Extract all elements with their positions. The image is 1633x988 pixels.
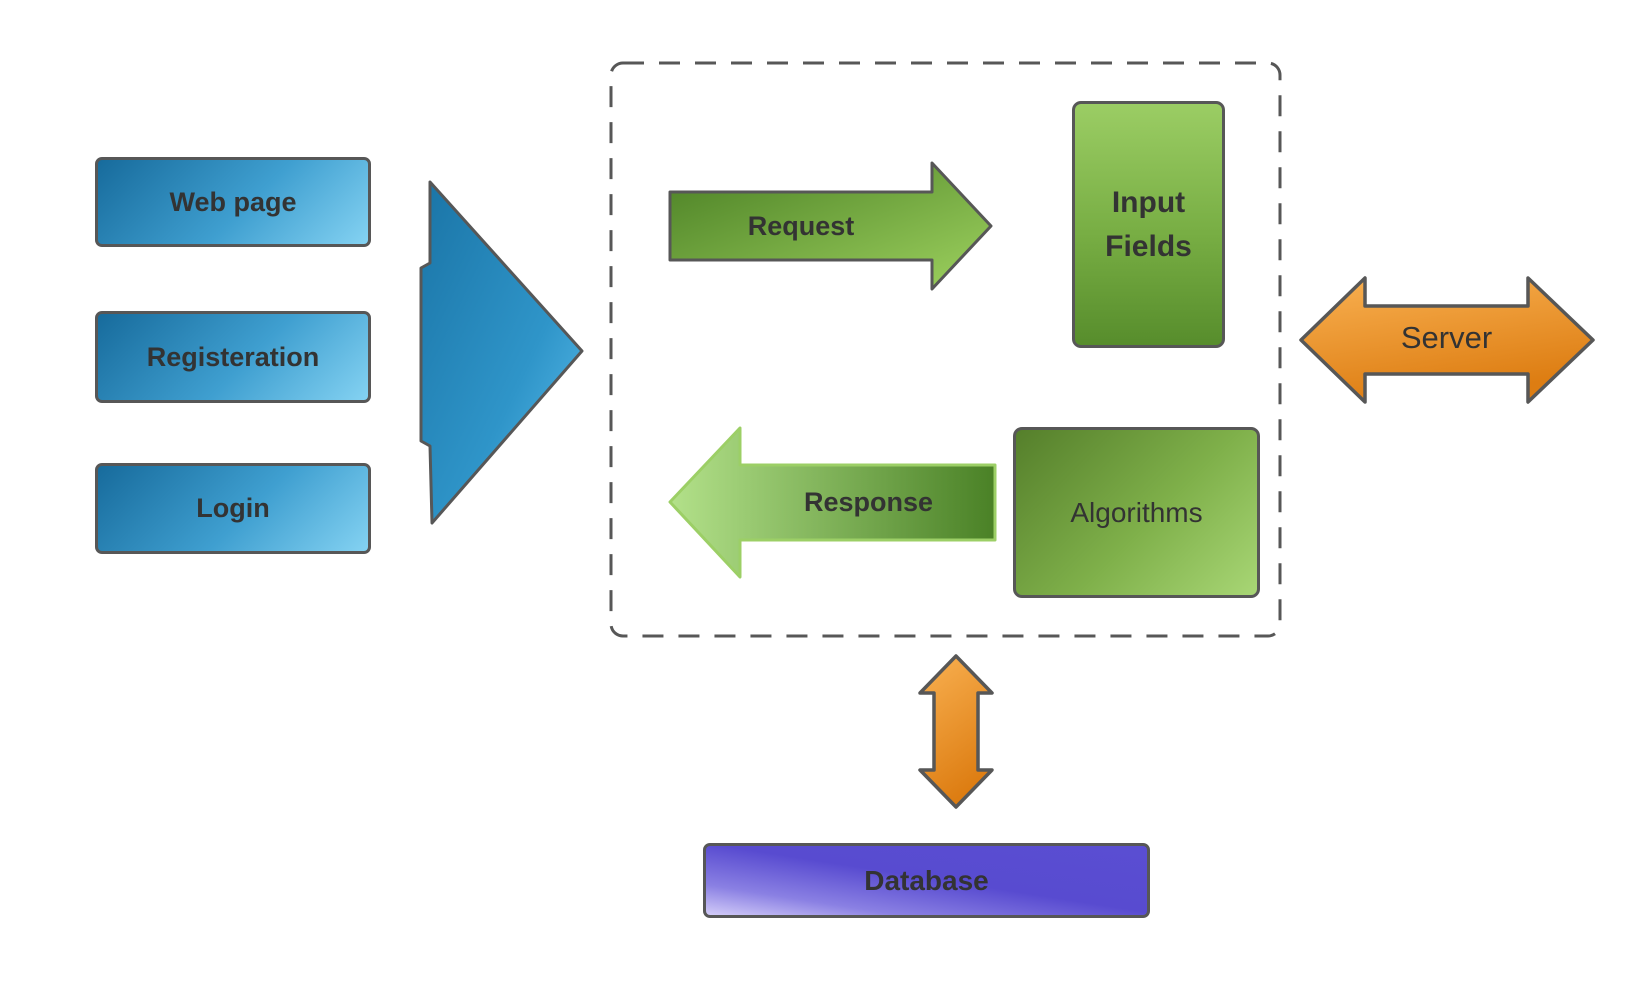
database-link-arrow [918,654,994,809]
database-box: Database [703,843,1150,918]
algorithms-box: Algorithms [1013,427,1260,598]
registeration-box: Registeration [95,311,371,403]
input-fields-box: Input Fields [1072,101,1225,348]
application-boundary-box [609,61,1282,638]
request-arrow [668,161,993,291]
input-fields-label: Input Fields [1105,186,1192,263]
client-merge-arrow [419,180,584,525]
database-label: Database [864,864,989,896]
web-page-box: Web page [95,157,371,247]
response-arrow [668,426,997,579]
web-page-label: Web page [169,186,297,217]
registeration-label: Registeration [146,341,320,372]
algorithms-label: Algorithms [1070,496,1203,528]
login-box: Login [95,463,371,554]
login-label: Login [196,493,270,523]
response-arrow-label: Response [803,487,934,517]
server-arrow-label: Server [1400,320,1493,355]
server-arrow [1299,276,1595,404]
request-arrow-label: Request [747,210,855,241]
